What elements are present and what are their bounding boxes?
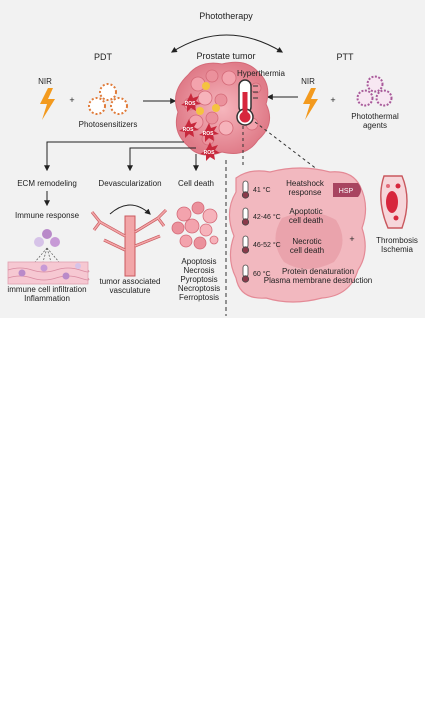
heatshock-1: Heatshock (286, 179, 325, 188)
phototherapy-diagram: Phototherapy PDT PTT Prostate tumor NIR … (7, 11, 418, 316)
photosensitizers-label: Photosensitizers (79, 120, 138, 129)
temp-46-52: 46-52 °C (253, 241, 281, 249)
devasc-label: Devascularization (98, 179, 161, 188)
ischemia-label: Ischemia (381, 245, 414, 254)
blank-area (0, 318, 425, 709)
death-type-4: Necroptosis (178, 284, 220, 293)
pdt-lightning-icon (40, 88, 55, 120)
zoom-line-right (254, 121, 319, 171)
center-label: Prostate tumor (196, 51, 255, 61)
immune-caption-2: Inflammation (24, 294, 70, 303)
immune-caption-1: immune cell infiltration (7, 285, 86, 294)
cell-nucleus-shape (275, 212, 343, 269)
death-type-2: Necrosis (183, 266, 214, 275)
photothermal-label-1: Photothermal (351, 112, 399, 121)
hsp-text: HSP (339, 188, 354, 195)
devasc-branch-arrow (127, 147, 196, 172)
heatshock-2: response (289, 188, 322, 197)
ptt-label: PTT (337, 52, 355, 62)
photosensitizer-icon (88, 83, 128, 115)
pdt-label: PDT (94, 52, 113, 62)
ptt-nir-label: NIR (301, 77, 315, 86)
ros-marker-3: ROS (199, 123, 219, 142)
thermometer-icon (236, 79, 258, 126)
pdt-plus: + (69, 95, 74, 105)
temp-42-46: 42-46 °C (253, 213, 281, 221)
thermo-46-icon (241, 235, 250, 254)
denaturation-2: Plasma membrane destruction (264, 276, 373, 285)
tissue-infiltration-icon (7, 261, 90, 285)
immune-cells-icon (34, 229, 60, 263)
necrotic-2: cell death (290, 246, 324, 255)
ros-marker-2: ROS (179, 119, 199, 138)
denaturation-1: Protein denaturation (282, 267, 354, 276)
apoptotic-1: Apoptotic (289, 207, 322, 216)
pdt-nir-label: NIR (38, 77, 52, 86)
ecm-label: ECM remodeling (17, 179, 77, 188)
immune-label: Immune response (15, 211, 80, 220)
apoptotic-2: cell death (289, 216, 323, 225)
prostate-tumor-icon (175, 61, 271, 156)
death-type-5: Ferroptosis (179, 293, 219, 302)
ros-label-4: ROS (204, 150, 216, 156)
ptt-lightning-icon (303, 88, 318, 120)
vasculature-icon (90, 208, 168, 277)
dying-cells-icon (171, 201, 219, 250)
ros-label-1: ROS (185, 101, 197, 107)
title-text: Phototherapy (199, 11, 253, 21)
thermo-41-icon (241, 180, 250, 199)
celldeath-label: Cell death (178, 179, 214, 188)
ros-marker-4: ROS (200, 142, 220, 161)
vasc-caption-1: tumor associated (100, 277, 161, 286)
devasc-curved-arrow (109, 204, 151, 215)
vasc-caption-2: vasculature (110, 286, 151, 295)
figure-panel: Phototherapy PDT PTT Prostate tumor NIR … (0, 0, 425, 318)
thermal-plus: + (349, 234, 354, 244)
photothermal-agent-icon (356, 75, 393, 107)
hyperthermia-label: Hyperthermia (237, 69, 286, 78)
ptt-plus: + (330, 95, 335, 105)
necrotic-1: Necrotic (292, 237, 321, 246)
death-type-1: Apoptosis (181, 257, 216, 266)
thrombosis-label: Thrombosis (376, 236, 418, 245)
ros-label-3: ROS (203, 131, 215, 137)
ros-marker-1: ROS (181, 93, 201, 112)
temp-60: 60 °C (253, 270, 271, 278)
thermo-60-icon (241, 264, 250, 283)
photothermal-label-2: agents (363, 121, 387, 130)
ecm-branch-arrow (44, 141, 184, 172)
temp-41: 41 °C (253, 186, 271, 194)
thermo-42-icon (241, 207, 250, 226)
hsp-badge: HSP (333, 183, 361, 197)
thrombosis-vessel-icon (380, 175, 408, 229)
death-type-3: Pyroptosis (180, 275, 217, 284)
phototherapy-double-arrow (170, 34, 284, 53)
ros-label-2: ROS (183, 127, 195, 133)
